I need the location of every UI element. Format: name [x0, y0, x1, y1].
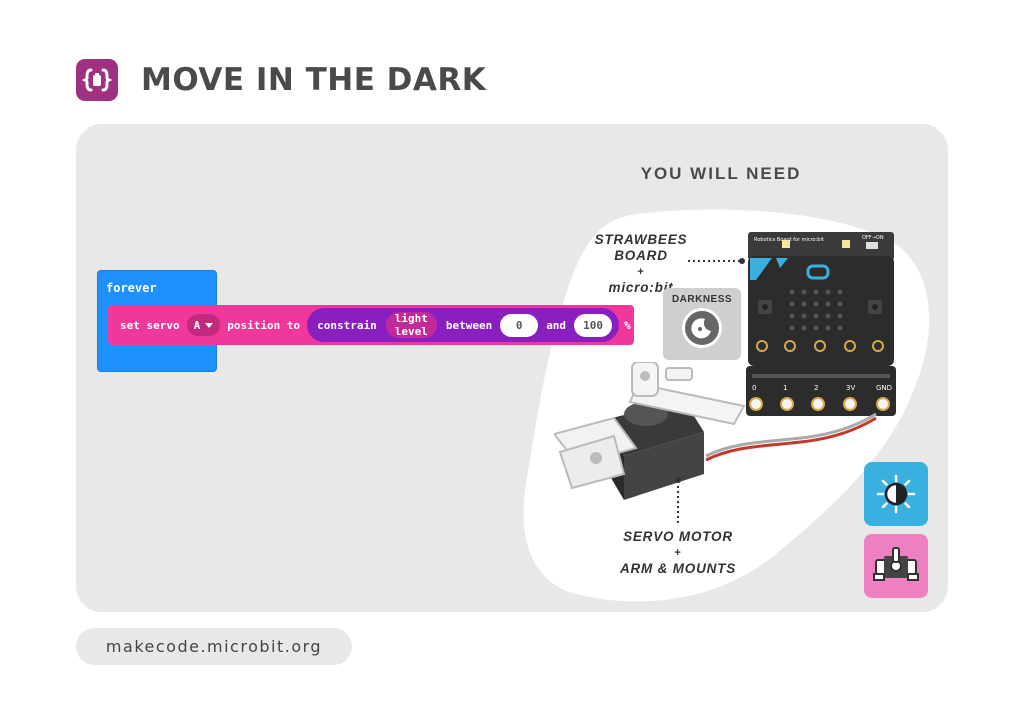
dropdown-caret-icon — [205, 322, 214, 328]
percent-text: % — [624, 318, 631, 332]
you-will-need-heading: YOU WILL NEED — [640, 164, 802, 183]
servo-leader-line — [675, 477, 681, 524]
pin-1-label: 1 — [783, 384, 787, 392]
light-level-reporter[interactable]: light level — [385, 312, 437, 338]
board-plus: + — [637, 266, 645, 278]
board-sub: micro:bit — [608, 280, 674, 295]
between-text: between — [445, 318, 493, 332]
servo-icon — [864, 534, 928, 598]
servo-wires — [705, 412, 877, 462]
board-label: STRAWBEES BOARD + micro:bit — [566, 232, 716, 296]
pin-gnd-label: GND — [876, 384, 892, 392]
pin-0-label: 0 — [752, 384, 756, 392]
moon-sensor-icon — [682, 308, 722, 348]
servo-sub: ARM & MOUNTS — [619, 561, 737, 576]
darkness-sensor-card: DARKNESS — [663, 288, 741, 360]
light-sensor-icon — [864, 462, 928, 526]
board-leader-line — [688, 258, 745, 264]
servo-motor-illustration — [554, 362, 746, 500]
footer-url[interactable]: makecode.microbit.org — [76, 628, 352, 665]
set-servo-block[interactable]: set servo A position to constrain light … — [108, 305, 634, 345]
and-text: and — [546, 318, 567, 332]
servo-name: SERVO MOTOR — [623, 529, 733, 544]
set-servo-text: set servo — [120, 318, 180, 332]
pin-3v-label: 3V — [846, 384, 855, 392]
servo-option: A — [193, 318, 201, 332]
page-title: MOVE IN THE DARK — [141, 62, 487, 98]
constrain-text: constrain — [317, 318, 377, 332]
constrain-block[interactable]: constrain light level between 0 and 100 — [307, 308, 620, 342]
servo-dropdown[interactable]: A — [186, 314, 221, 336]
max-value-input[interactable]: 100 — [574, 313, 613, 337]
switch-label: OFF→ON — [862, 235, 884, 241]
servo-plus: + — [674, 547, 682, 559]
header: MOVE IN THE DARK — [76, 58, 486, 102]
makecode-logo-icon — [76, 59, 118, 101]
servo-label: SERVO MOTOR + ARM & MOUNTS — [603, 529, 753, 577]
min-value-input[interactable]: 0 — [500, 313, 539, 337]
darkness-label: DARKNESS — [671, 294, 733, 305]
forever-label: forever — [106, 281, 157, 295]
position-to-text: position to — [227, 318, 301, 332]
content-panel: YOU WILL NEED forever set servo A positi… — [76, 124, 948, 612]
board-name: STRAWBEES BOARD — [594, 232, 688, 263]
microbit-board-illustration: Robotics Board for micro:bit OFF→ON 0 1 … — [746, 232, 896, 416]
pin-2-label: 2 — [814, 384, 818, 392]
